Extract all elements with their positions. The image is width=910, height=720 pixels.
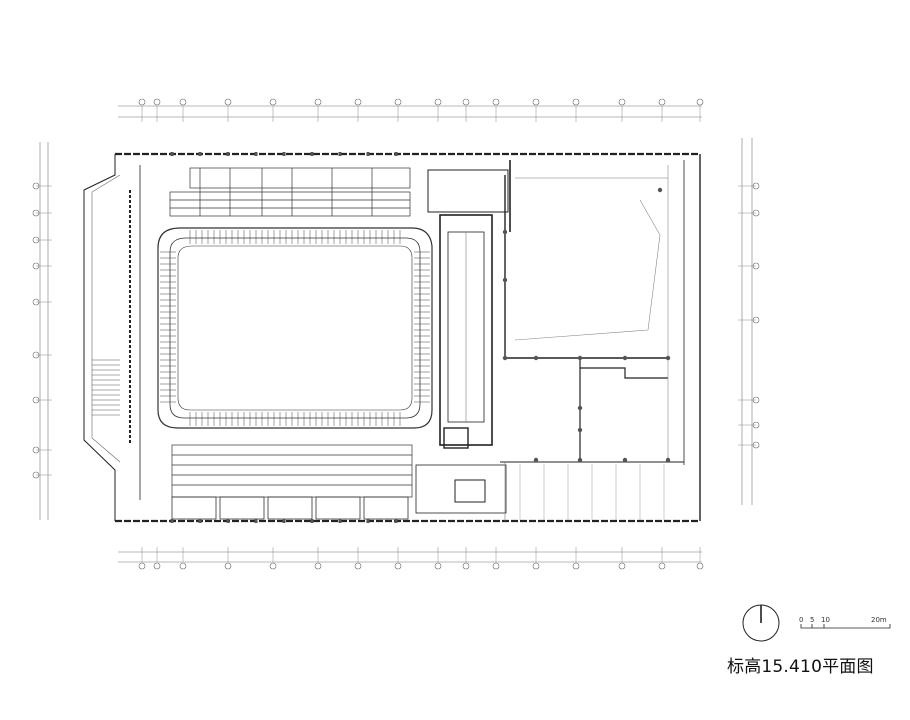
- scale-label-10: 10: [821, 616, 830, 624]
- column: [502, 229, 508, 235]
- small-room: [267, 496, 313, 520]
- small-room: [315, 496, 361, 520]
- small-room: [171, 496, 217, 520]
- grid-bubble: [269, 562, 277, 570]
- column: [665, 355, 671, 361]
- grid-bubble: [314, 98, 322, 106]
- column: [622, 355, 628, 361]
- column: [657, 187, 663, 193]
- lower-seating-blocks: [171, 444, 413, 498]
- seat-rows: [160, 230, 430, 426]
- left-stair: [92, 359, 120, 416]
- top-dimension-line: [118, 105, 702, 118]
- column: [170, 519, 174, 523]
- column: [198, 519, 202, 523]
- bottom-grid-bubbles: [138, 547, 704, 570]
- arena-seating: [157, 227, 433, 429]
- grid-bubble: [572, 98, 580, 106]
- column: [282, 152, 286, 156]
- column: [310, 519, 314, 523]
- column: [338, 152, 342, 156]
- grid-bubble: [269, 98, 277, 106]
- grid-bubble: [492, 98, 500, 106]
- bottom-dimension-line: [118, 551, 702, 563]
- column: [394, 152, 398, 156]
- grid-bubble: [462, 98, 470, 106]
- grid-bubble: [696, 98, 704, 106]
- upper-seating-blocks: [169, 167, 411, 217]
- grid-bubble: [696, 562, 704, 570]
- grid-bubble: [618, 98, 626, 106]
- column: [577, 427, 583, 433]
- column: [533, 457, 539, 463]
- grid-bubble: [658, 562, 666, 570]
- column: [533, 355, 539, 361]
- grid-bubble: [224, 562, 232, 570]
- grid-bubble: [354, 98, 362, 106]
- column: [198, 152, 202, 156]
- column: [338, 519, 342, 523]
- drawing-title: 标高15.410平面图: [727, 657, 874, 677]
- grid-bubble: [462, 562, 470, 570]
- central-core: [415, 169, 509, 514]
- right-dimension-line: [741, 138, 753, 505]
- grid-bubble: [572, 562, 580, 570]
- lower-rooms: [171, 496, 409, 520]
- column: [310, 152, 314, 156]
- column: [502, 277, 508, 283]
- column: [577, 355, 583, 361]
- grid-bubble: [394, 562, 402, 570]
- grid-bubble: [153, 562, 161, 570]
- column: [502, 355, 508, 361]
- column: [577, 405, 583, 411]
- column: [366, 152, 370, 156]
- grid-bubble: [618, 562, 626, 570]
- grid-bubble: [434, 562, 442, 570]
- north-arrow-icon: [742, 604, 780, 642]
- column: [665, 457, 671, 463]
- column: [366, 519, 370, 523]
- left-dimension-line: [39, 142, 49, 520]
- top-grid-bubbles: [138, 98, 704, 122]
- column: [170, 152, 174, 156]
- structural-columns: [170, 152, 671, 523]
- grid-bubble: [179, 562, 187, 570]
- right-hall: [500, 160, 684, 521]
- right-grid-bubbles: [738, 182, 760, 449]
- column: [254, 519, 258, 523]
- column: [577, 457, 583, 463]
- left-grid-bubbles: [32, 182, 52, 479]
- upper-seat-dividers: [199, 168, 373, 216]
- grid-bubble: [532, 98, 540, 106]
- grid-bubble: [532, 562, 540, 570]
- scale-label-0: 0: [799, 616, 803, 624]
- column: [394, 519, 398, 523]
- small-room: [363, 496, 409, 520]
- scale-label-5: 5: [810, 616, 814, 624]
- grid-bubble: [224, 98, 232, 106]
- column: [226, 152, 230, 156]
- column: [282, 519, 286, 523]
- grid-bubble: [658, 98, 666, 106]
- column: [254, 152, 258, 156]
- grid-bubble: [153, 98, 161, 106]
- grid-bubble: [138, 98, 146, 106]
- building-outline: [83, 152, 701, 523]
- grid-bubble: [394, 98, 402, 106]
- scale-label-20m: 20m: [871, 616, 887, 624]
- grid-bubble: [434, 98, 442, 106]
- column: [622, 457, 628, 463]
- scale-bar-icon: [800, 624, 891, 629]
- grid-bubble: [492, 562, 500, 570]
- lower-right-grid: [519, 464, 665, 520]
- column: [226, 519, 230, 523]
- grid-bubble: [354, 562, 362, 570]
- grid-bubble: [138, 562, 146, 570]
- grid-bubble: [314, 562, 322, 570]
- small-room: [219, 496, 265, 520]
- grid-bubble: [179, 98, 187, 106]
